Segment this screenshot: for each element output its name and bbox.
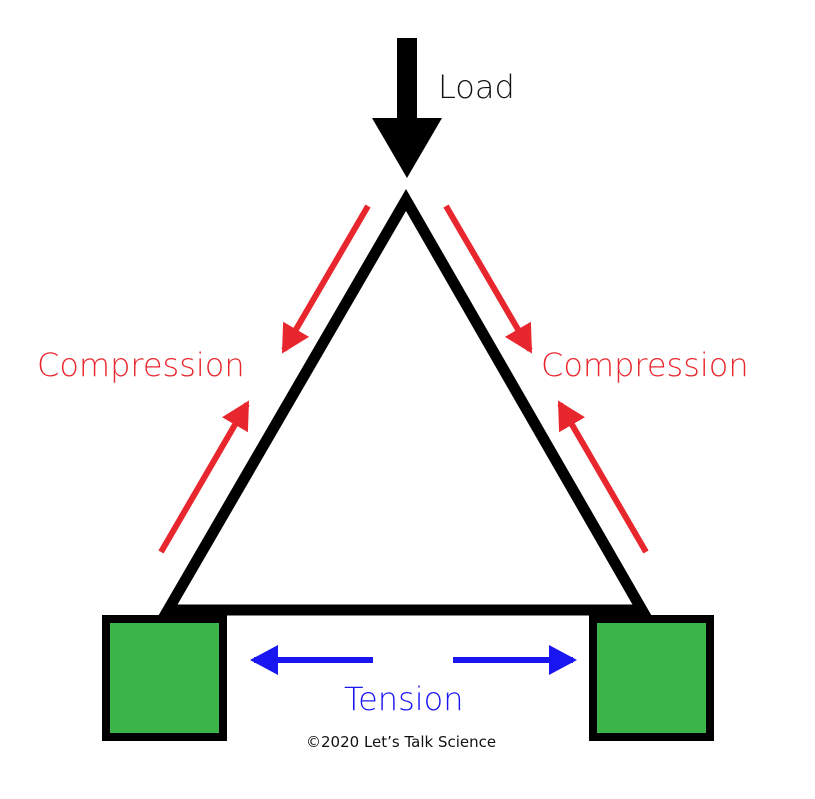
triangle-truss: [158, 189, 652, 616]
tension-label: Tension: [344, 680, 464, 718]
copyright-text: ©2020 Let’s Talk Science: [306, 733, 497, 751]
support-right: [589, 615, 714, 741]
compression-arrow-left-lower: [158, 400, 250, 554]
compression-label-right: Compression: [541, 346, 749, 384]
compression-arrow-right-lower: [557, 400, 649, 554]
load-label: Load: [438, 68, 515, 106]
compression-label-left: Compression: [37, 346, 245, 384]
compression-arrow-left-upper: [281, 204, 371, 354]
compression-arrow-right-upper: [443, 204, 533, 354]
support-left: [102, 615, 227, 741]
load-arrow-icon: [372, 38, 442, 178]
